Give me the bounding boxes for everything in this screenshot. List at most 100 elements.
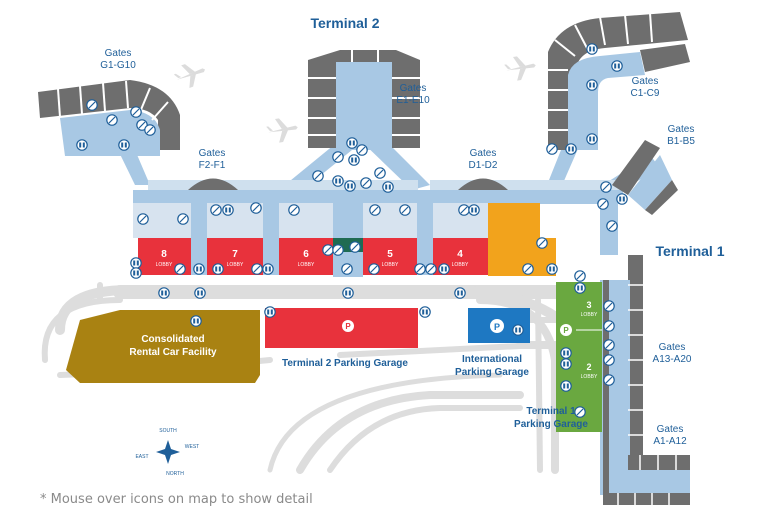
- restroom-icon[interactable]: [344, 180, 356, 192]
- svg-text:A13-A20: A13-A20: [653, 354, 692, 365]
- no-smoking-icon[interactable]: [546, 143, 558, 155]
- svg-text:E1-E10: E1-E10: [396, 95, 430, 106]
- rental-label-line1: Consolidated: [141, 334, 204, 345]
- restroom-icon[interactable]: [262, 263, 274, 275]
- no-smoking-icon[interactable]: [369, 204, 381, 216]
- lobby-6-word: LOBBY: [298, 262, 315, 268]
- no-smoking-icon[interactable]: [597, 198, 609, 210]
- no-smoking-icon[interactable]: [174, 263, 186, 275]
- no-smoking-icon[interactable]: [210, 204, 222, 216]
- no-smoking-icon[interactable]: [425, 263, 437, 275]
- no-smoking-icon[interactable]: [374, 167, 386, 179]
- restroom-icon[interactable]: [264, 306, 276, 318]
- restroom-icon[interactable]: [190, 315, 202, 327]
- restroom-icon[interactable]: [332, 175, 344, 187]
- amenity-icons[interactable]: [76, 43, 628, 418]
- no-smoking-icon[interactable]: [600, 181, 612, 193]
- no-smoking-icon[interactable]: [341, 263, 353, 275]
- lobby-3-word: LOBBY: [581, 312, 598, 318]
- no-smoking-icon[interactable]: [288, 204, 300, 216]
- t1-garage-label-2: Parking Garage: [514, 419, 588, 430]
- restroom-icon[interactable]: [616, 193, 628, 205]
- no-smoking-icon[interactable]: [603, 300, 615, 312]
- no-smoking-icon[interactable]: [322, 244, 334, 256]
- restroom-icon[interactable]: [76, 139, 88, 151]
- lobby-3-number: 3: [586, 300, 591, 310]
- svg-text:WEST: WEST: [185, 444, 199, 450]
- restroom-icon[interactable]: [348, 154, 360, 166]
- no-smoking-icon[interactable]: [536, 237, 548, 249]
- no-smoking-icon[interactable]: [603, 374, 615, 386]
- restroom-icon[interactable]: [346, 137, 358, 149]
- restroom-icon[interactable]: [222, 204, 234, 216]
- no-smoking-icon[interactable]: [251, 263, 263, 275]
- parking-sign-t1: [560, 324, 572, 336]
- no-smoking-icon[interactable]: [399, 204, 411, 216]
- no-smoking-icon[interactable]: [368, 263, 380, 275]
- no-smoking-icon[interactable]: [144, 124, 156, 136]
- no-smoking-icon[interactable]: [332, 151, 344, 163]
- svg-text:Gates: Gates: [632, 76, 659, 87]
- no-smoking-icon[interactable]: [349, 241, 361, 253]
- restroom-icon[interactable]: [586, 79, 598, 91]
- restroom-icon[interactable]: [468, 204, 480, 216]
- restroom-icon[interactable]: [130, 267, 142, 279]
- restroom-icon[interactable]: [438, 263, 450, 275]
- restroom-icon[interactable]: [560, 380, 572, 392]
- terminal-1-title: Terminal 1: [656, 243, 725, 259]
- restroom-icon[interactable]: [574, 282, 586, 294]
- no-smoking-icon[interactable]: [137, 213, 149, 225]
- no-smoking-icon[interactable]: [332, 244, 344, 256]
- no-smoking-icon[interactable]: [522, 263, 534, 275]
- restroom-icon[interactable]: [193, 263, 205, 275]
- lobby-7-number: 7: [232, 249, 238, 260]
- no-smoking-icon[interactable]: [414, 263, 426, 275]
- restroom-icon[interactable]: [560, 358, 572, 370]
- restroom-icon[interactable]: [194, 287, 206, 299]
- no-smoking-icon[interactable]: [106, 114, 118, 126]
- no-smoking-icon[interactable]: [603, 320, 615, 332]
- svg-text:Gates: Gates: [470, 148, 497, 159]
- no-smoking-icon[interactable]: [606, 220, 618, 232]
- restroom-icon[interactable]: [454, 287, 466, 299]
- restroom-icon[interactable]: [512, 324, 524, 336]
- no-smoking-icon[interactable]: [574, 270, 586, 282]
- svg-text:P: P: [494, 322, 500, 332]
- restroom-icon[interactable]: [342, 287, 354, 299]
- restroom-icon[interactable]: [565, 143, 577, 155]
- svg-text:B1-B5: B1-B5: [667, 136, 695, 147]
- svg-text:Gates: Gates: [105, 48, 132, 59]
- no-smoking-icon[interactable]: [177, 213, 189, 225]
- no-smoking-icon[interactable]: [574, 406, 586, 418]
- footnote: * Mouse over icons on map to show detail: [40, 492, 313, 507]
- no-smoking-icon[interactable]: [130, 106, 142, 118]
- no-smoking-icon[interactable]: [603, 339, 615, 351]
- restroom-icon[interactable]: [560, 347, 572, 359]
- no-smoking-icon[interactable]: [360, 177, 372, 189]
- parking-sign-t2: [342, 320, 354, 332]
- restroom-icon[interactable]: [118, 139, 130, 151]
- restroom-icon[interactable]: [611, 60, 623, 72]
- lobby-8-word: LOBBY: [156, 262, 173, 268]
- restroom-icon[interactable]: [546, 263, 558, 275]
- no-smoking-icon[interactable]: [356, 144, 368, 156]
- restroom-icon[interactable]: [382, 181, 394, 193]
- lobby-4-word: LOBBY: [452, 262, 469, 268]
- restroom-icon[interactable]: [212, 263, 224, 275]
- lobby-2-number: 2: [586, 362, 591, 372]
- svg-text:P: P: [345, 322, 351, 331]
- lobby-6: [279, 238, 333, 275]
- terminal-2-title: Terminal 2: [311, 15, 380, 31]
- restroom-icon[interactable]: [586, 43, 598, 55]
- no-smoking-icon[interactable]: [603, 354, 615, 366]
- restroom-icon[interactable]: [158, 287, 170, 299]
- restroom-icon[interactable]: [419, 306, 431, 318]
- no-smoking-icon[interactable]: [312, 170, 324, 182]
- no-smoking-icon[interactable]: [250, 202, 262, 214]
- restroom-icon[interactable]: [130, 257, 142, 269]
- intl-garage-label-1: International: [462, 354, 522, 365]
- restroom-icon[interactable]: [586, 133, 598, 145]
- no-smoking-icon[interactable]: [458, 204, 470, 216]
- no-smoking-icon[interactable]: [86, 99, 98, 111]
